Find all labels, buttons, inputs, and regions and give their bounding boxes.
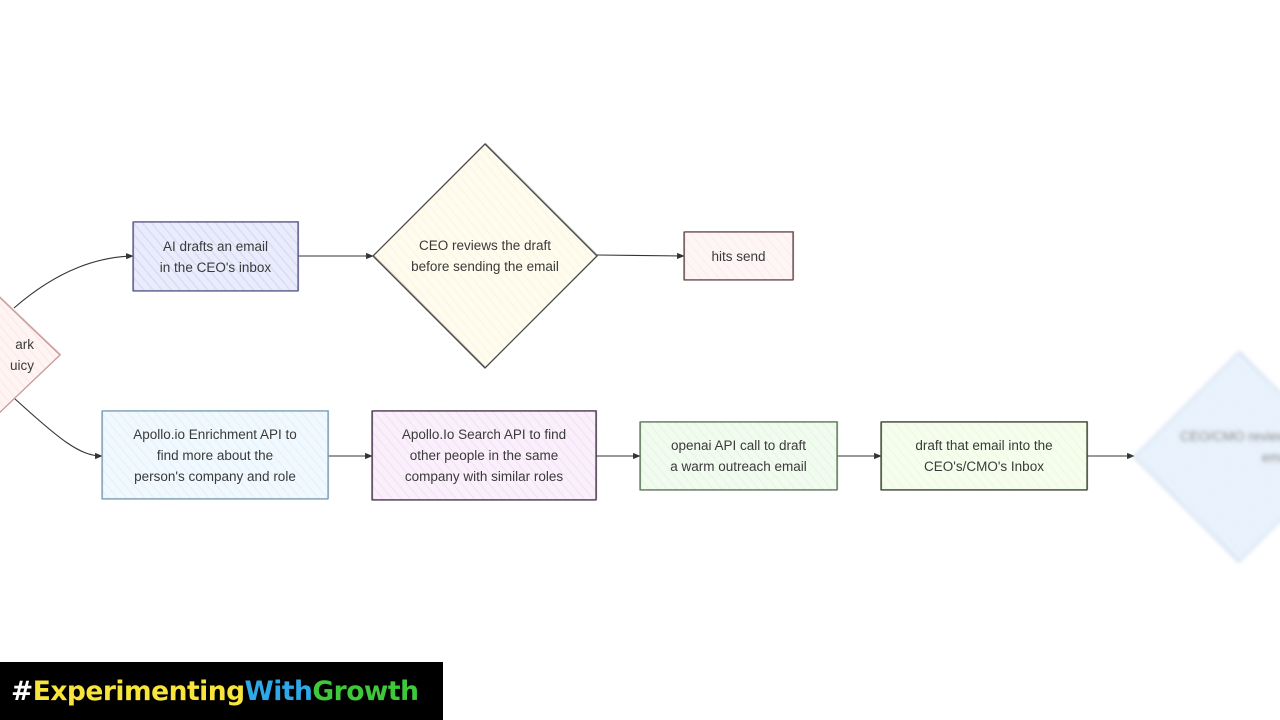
node-apollo-search bbox=[371, 410, 598, 501]
node-decision-left bbox=[0, 295, 62, 414]
node-ai-drafts bbox=[132, 221, 300, 292]
node-draft-inbox bbox=[880, 421, 1089, 491]
node-cmo-reviews bbox=[1133, 351, 1280, 563]
hashtag-word-with: With bbox=[244, 675, 313, 707]
hashtag-word-growth: Growth bbox=[312, 675, 419, 707]
node-openai-call bbox=[639, 421, 839, 491]
node-hits-send bbox=[683, 231, 795, 281]
edge-decision-left-to-ai-drafts bbox=[13, 253, 134, 309]
hashtag-word-experimenting: Experimenting bbox=[32, 675, 245, 707]
edge-ceo-reviews-to-hits-send bbox=[596, 252, 685, 260]
hashtag-symbol: # bbox=[11, 675, 33, 707]
edge-decision-left-to-apollo-enrich bbox=[13, 397, 103, 460]
node-apollo-enrich bbox=[101, 410, 330, 500]
node-ceo-reviews bbox=[372, 143, 599, 369]
